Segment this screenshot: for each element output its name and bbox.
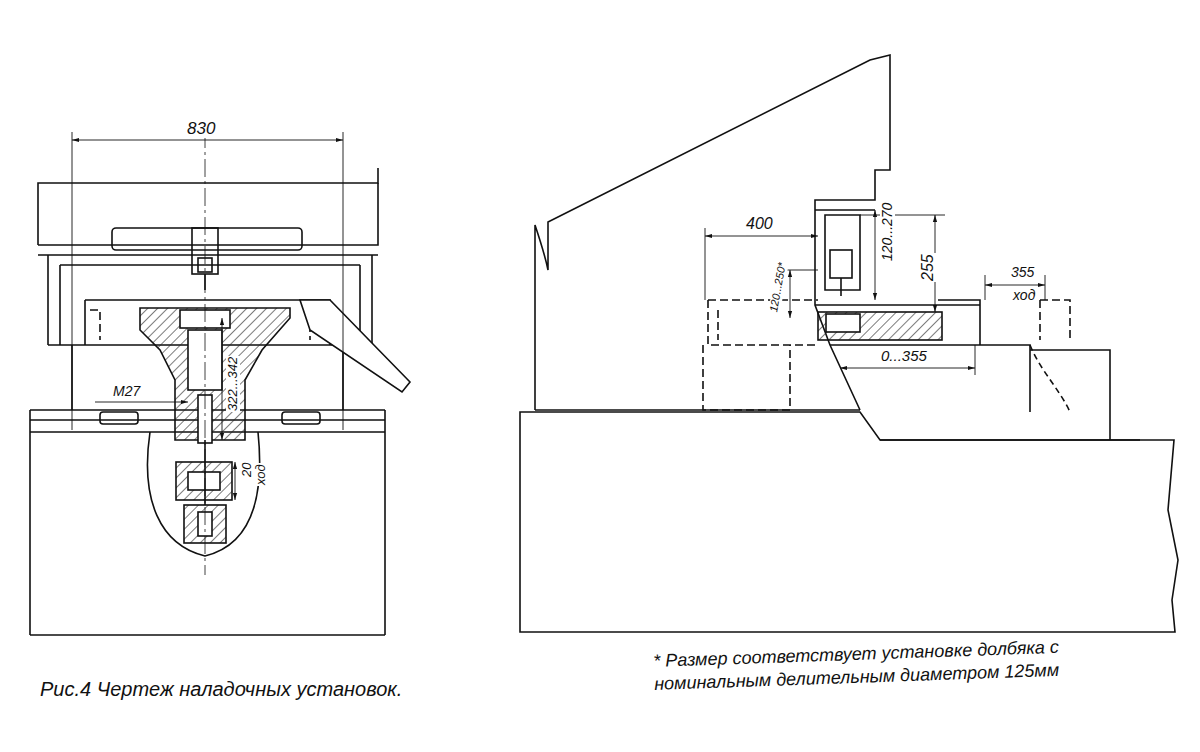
column <box>535 55 890 410</box>
dimension-line <box>72 140 343 141</box>
dimension-line <box>235 462 236 500</box>
dimension-label: 120...250* <box>768 261 788 314</box>
extension-line <box>1045 275 1046 300</box>
center-line <box>205 130 206 575</box>
bore <box>826 314 860 332</box>
chip-guard <box>300 300 410 392</box>
cutter-head <box>815 210 875 290</box>
dimension-label: 120...270 <box>880 202 895 262</box>
mechanism-section <box>176 462 232 500</box>
dimension-label: 322...342 <box>226 356 240 412</box>
cutter-holder-section <box>140 308 290 440</box>
dimension-label: 0...355 <box>880 348 928 364</box>
workpiece-section <box>818 312 942 340</box>
extension-line <box>860 215 945 216</box>
extension-line <box>985 275 986 300</box>
table-plate <box>112 228 302 250</box>
housing-outline <box>38 168 378 245</box>
leader-line <box>95 402 188 403</box>
hidden-outline <box>703 300 818 410</box>
dimension-label: 20 <box>240 462 254 478</box>
dimension-label: ход <box>1012 288 1036 303</box>
front-dimensions <box>72 132 343 500</box>
dimension-label: ход <box>254 463 268 486</box>
dimension-line <box>222 318 223 440</box>
housing-outline <box>38 183 378 245</box>
dimension-label: 255 <box>920 253 937 282</box>
dimension-line <box>705 236 818 237</box>
column <box>535 409 860 411</box>
extension-line <box>72 132 73 430</box>
break-line <box>147 432 259 556</box>
dimension-label: М27 <box>112 384 141 399</box>
dimension-line <box>790 270 791 318</box>
bolt-head <box>282 412 320 424</box>
side-dimensions <box>705 210 1045 375</box>
dimension-label: 830 <box>186 120 216 138</box>
table-edge <box>815 304 980 306</box>
extension-line <box>343 132 344 430</box>
hidden-outline <box>1040 300 1070 340</box>
footnote: * Размер соответствует установке долбяка… <box>652 632 1175 697</box>
nut <box>830 250 852 278</box>
side-view <box>520 55 1178 632</box>
table <box>830 345 1140 440</box>
dimension-line <box>840 368 975 369</box>
hidden-outline <box>1030 345 1070 412</box>
extension-line <box>705 228 706 300</box>
figure-caption: Рис.4 Чертеж наладочных установок. <box>40 678 402 701</box>
dimension-label: 355 <box>1010 265 1035 280</box>
table <box>938 300 980 345</box>
mechanism-bore <box>188 472 220 490</box>
base <box>520 412 1178 632</box>
dimension-line <box>985 285 1045 286</box>
extension-line <box>975 345 976 375</box>
front-view <box>30 130 410 635</box>
bolt-head <box>100 412 138 424</box>
bolt-stem <box>840 278 842 296</box>
dimension-label: 400 <box>745 216 774 233</box>
dimension-line <box>875 210 876 300</box>
